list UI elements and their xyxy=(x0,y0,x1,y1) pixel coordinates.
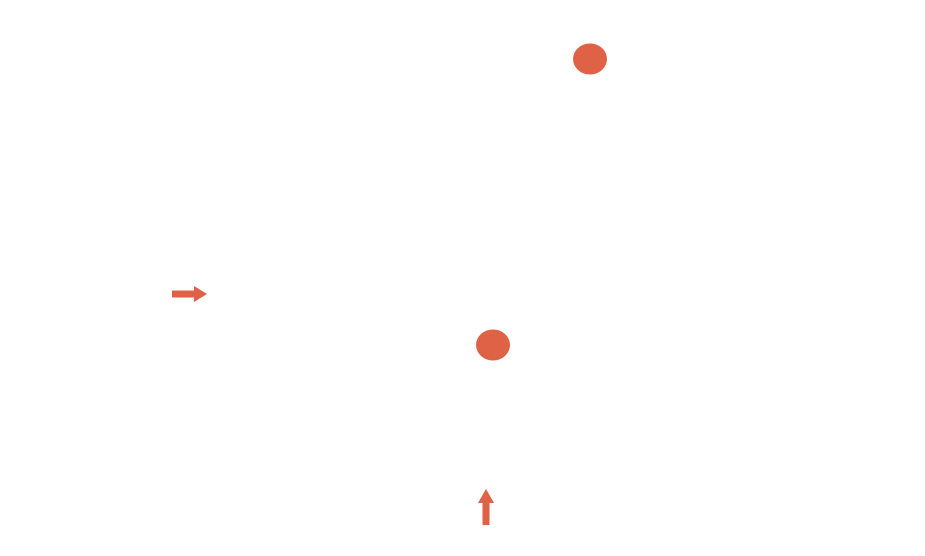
circle-marker-icon xyxy=(573,43,607,75)
arrow-right-icon xyxy=(172,286,207,302)
circle-marker-icon xyxy=(476,329,510,361)
arrow-up-icon xyxy=(478,489,494,525)
